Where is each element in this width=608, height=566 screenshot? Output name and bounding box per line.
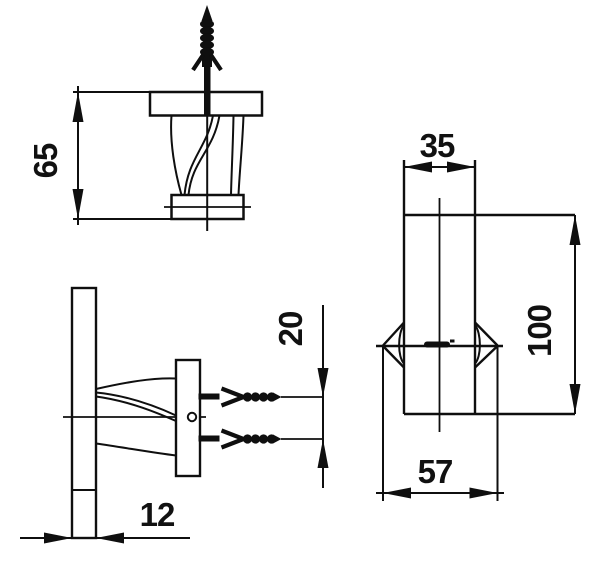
- dimension-57: 57: [376, 346, 504, 501]
- screw-shaft: [204, 62, 211, 115]
- dimension-label-20: 20: [272, 312, 309, 347]
- arrow-right-icon: [44, 532, 72, 544]
- arrow-up-icon: [72, 92, 84, 122]
- flare-arc-right: [474, 324, 481, 365]
- brand-mark: [424, 339, 455, 348]
- view-top-section: 65: [27, 5, 264, 231]
- plug-wing: [220, 395, 245, 408]
- flare-arc-left: [398, 324, 405, 365]
- trumpet-s-curve-1: [183, 115, 214, 196]
- arrow-left-icon: [404, 161, 432, 173]
- arrow-left-icon: [96, 532, 124, 544]
- dimension-100: 100: [521, 215, 581, 414]
- plug-tip: [273, 392, 282, 402]
- plug-wing-left: [191, 53, 205, 72]
- plug-wing: [220, 428, 245, 441]
- arrow-down-icon: [72, 189, 84, 219]
- arrow-up-icon: [569, 215, 581, 245]
- trumpet-curve-bottom: [95, 442, 177, 457]
- trumpet-outer-right: [237, 115, 245, 196]
- dimension-12: 12: [20, 496, 190, 544]
- plug-wing: [220, 386, 245, 399]
- dimension-label-65: 65: [27, 143, 64, 178]
- dimension-label-100: 100: [521, 305, 558, 357]
- arrow-left-icon: [383, 487, 411, 499]
- trumpet-s-curve-2: [187, 115, 221, 196]
- plug-tip: [201, 5, 213, 21]
- screw-hole: [186, 411, 198, 423]
- trumpet-inner-right: [230, 115, 235, 196]
- dimension-label-35: 35: [420, 127, 455, 164]
- dimension-35: 35: [404, 127, 475, 173]
- trumpet-curve-top: [95, 377, 177, 390]
- dimension-label-12: 12: [140, 496, 175, 533]
- trumpet-s-curve-1: [95, 391, 177, 417]
- plug-tip: [273, 434, 282, 444]
- dimension-65: 65: [27, 86, 172, 225]
- arrow-up-icon: [317, 439, 329, 468]
- arrow-right-icon: [469, 487, 498, 499]
- screw-shaft: [198, 435, 220, 442]
- arrow-down-icon: [317, 368, 329, 397]
- view-side: 20 12: [20, 286, 329, 544]
- trumpet-outer-left: [170, 115, 183, 196]
- plug-wing: [220, 437, 245, 450]
- view-front: 35 100: [376, 127, 581, 501]
- wall-bar: [70, 286, 98, 540]
- dimension-label-57: 57: [418, 453, 453, 490]
- wall-plate-front: [376, 321, 503, 369]
- wall-plug-anchor-top: [191, 5, 223, 231]
- arrow-down-icon: [569, 384, 581, 414]
- plug-wing-right: [209, 53, 223, 72]
- arrow-right-icon: [447, 161, 475, 173]
- plug-body: [202, 50, 212, 67]
- wall-plug-anchor-side-upper: [198, 386, 323, 408]
- dimension-20: 20: [272, 305, 329, 488]
- screw-shaft: [198, 393, 220, 400]
- trumpet-s-curve-2: [95, 395, 177, 422]
- wall-plug-anchor-side-lower: [198, 428, 323, 450]
